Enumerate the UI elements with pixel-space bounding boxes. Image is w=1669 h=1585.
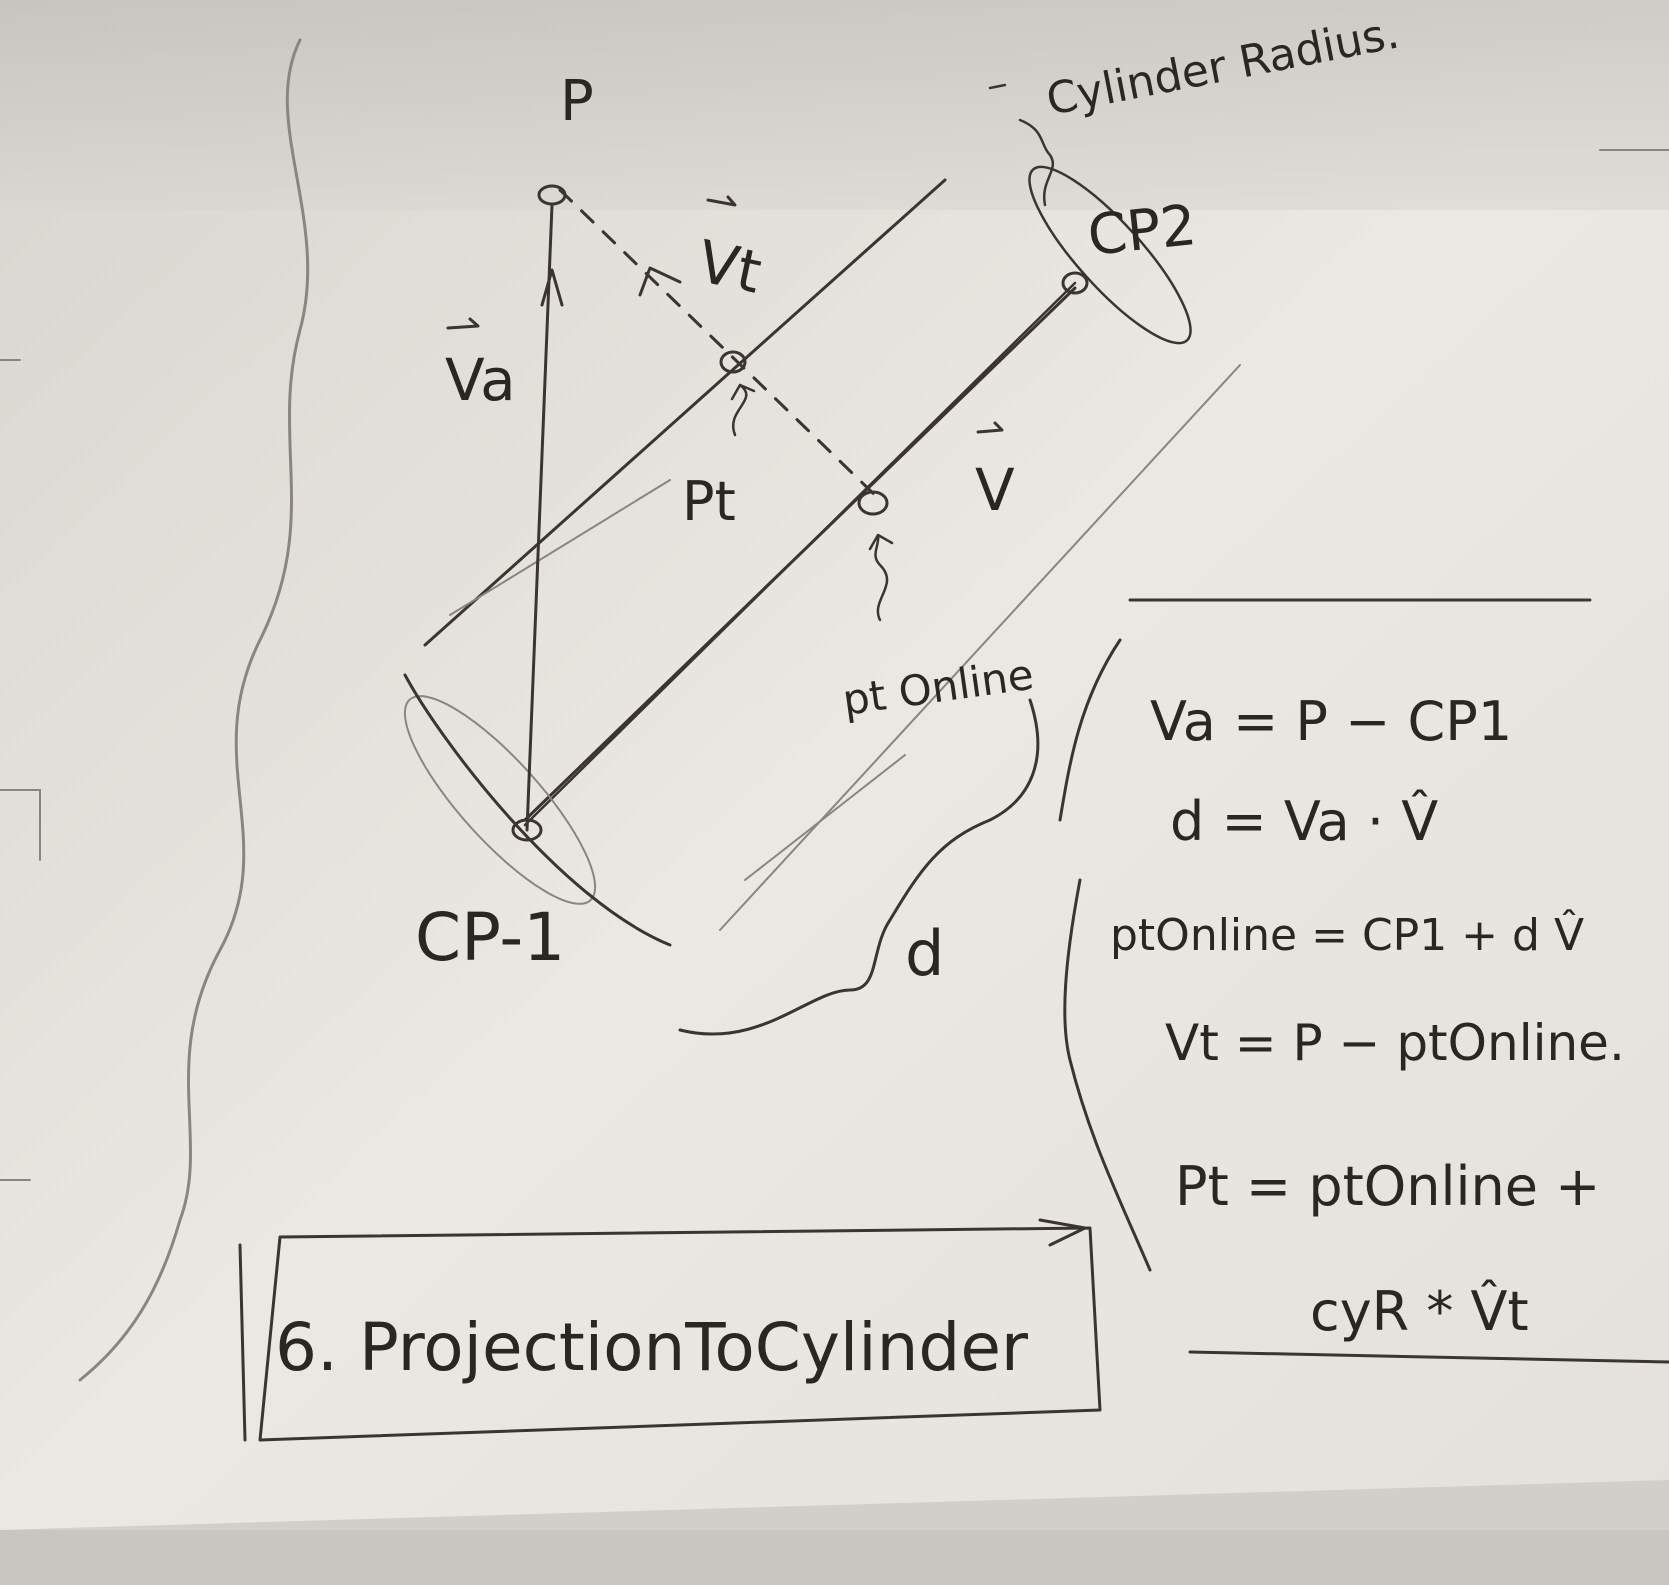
equation-2: d = Va · V̂: [1170, 790, 1438, 853]
label-d: d: [905, 917, 944, 990]
label-v: V: [975, 456, 1015, 524]
label-cp2: CP2: [1085, 193, 1200, 269]
point-cp2: [1061, 271, 1089, 295]
label-p: P: [560, 69, 594, 134]
label-pt: Pt: [682, 470, 736, 533]
paper-sheet: [0, 0, 1669, 1530]
equation-4: Vt = P − ptOnline.: [1165, 1014, 1625, 1072]
equation-1: Va = P − CP1: [1150, 690, 1512, 753]
point-p: [537, 184, 567, 206]
point-cp1: [511, 818, 543, 842]
d-bracket: [678, 698, 1040, 1036]
label-vt: Vt: [692, 227, 767, 306]
equation-5: Pt = ptOnline +: [1175, 1155, 1600, 1218]
label-cp1: CP-1: [415, 899, 565, 976]
vectors: [525, 83, 1055, 832]
equation-3: ptOnline = CP1 + d V̂: [1110, 908, 1584, 961]
title-text: 6. ProjectionToCylinder: [275, 1309, 1029, 1386]
vector-hats: [446, 195, 1004, 434]
points: [511, 184, 1089, 842]
torn-edge-line: [78, 38, 310, 1382]
label-va: Va: [445, 346, 516, 414]
equation-6: cyR * V̂t: [1310, 1280, 1529, 1343]
equation-box: [1058, 598, 1669, 1364]
title-box: [238, 1218, 1102, 1442]
point-pt: [719, 350, 747, 374]
point-ptonline: [857, 490, 889, 516]
cylinder: [403, 165, 1241, 947]
